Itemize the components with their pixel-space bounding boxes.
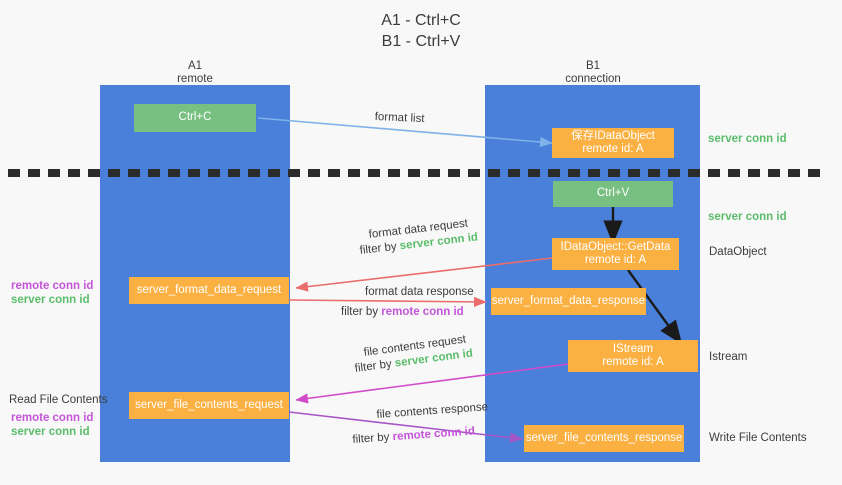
- arrow-label-file-contents-response: file contents response: [376, 401, 489, 421]
- box-server-format-data-request[interactable]: server_format_data_request: [129, 277, 289, 304]
- label-dataobject: DataObject: [709, 246, 767, 258]
- box-server-file-contents-response[interactable]: server_file_contents_response: [524, 425, 684, 452]
- label-write-file-contents: Write File Contents: [709, 432, 807, 444]
- label-istream: Istream: [709, 351, 748, 363]
- filter-prefix-1: filter by: [359, 240, 401, 257]
- label-remote-conn-id-1: remote conn id: [11, 280, 94, 292]
- box-istream-line2: remote id: A: [602, 356, 664, 368]
- filter-prefix-2: filter by: [341, 306, 382, 318]
- column-a1-role: remote: [177, 73, 213, 85]
- title-line-2: B1 - Ctrl+V: [381, 33, 461, 50]
- column-header-b1: B1 connection: [518, 60, 668, 86]
- box-save-idataobject[interactable]: 保存IDataObject remote id: A: [552, 128, 674, 158]
- label-server-conn-id-mid: server conn id: [708, 211, 787, 223]
- filter-key-remote-conn-id-2: remote conn id: [392, 425, 476, 444]
- box-ctrl-c[interactable]: Ctrl+C: [134, 104, 256, 132]
- box-server-format-data-response[interactable]: server_format_data_response: [491, 288, 646, 315]
- arrow-label-format-data-response-filter: filter by remote conn id: [341, 305, 464, 319]
- box-save-idataobject-line2: remote id: A: [582, 143, 644, 155]
- box-getdata-line1: IDataObject::GetData: [560, 240, 671, 253]
- column-header-a1: A1 remote: [120, 60, 270, 86]
- box-save-idataobject-line1: 保存IDataObject: [571, 129, 655, 142]
- label-server-conn-id-2: server conn id: [11, 426, 90, 438]
- column-a1-name: A1: [187, 60, 203, 72]
- filter-prefix-3: filter by: [354, 357, 396, 375]
- arrow-format-data-response: [288, 296, 487, 307]
- column-b1-role: connection: [565, 73, 621, 85]
- box-server-file-contents-request[interactable]: server_file_contents_request: [129, 392, 289, 419]
- filter-prefix-4: filter by: [352, 431, 394, 446]
- label-remote-conn-id-2: remote conn id: [11, 412, 94, 424]
- label-server-conn-id-top: server conn id: [708, 133, 787, 145]
- diagram-title: A1 - Ctrl+C B1 - Ctrl+V: [271, 10, 571, 52]
- box-istream-line1: IStream: [612, 342, 654, 355]
- filter-key-remote-conn-id-1: remote conn id: [381, 306, 464, 318]
- arrow-label-format-data-response: format data response: [365, 286, 474, 298]
- box-idataobject-getdata[interactable]: IDataObject::GetData remote id: A: [552, 238, 679, 270]
- box-getdata-line2: remote id: A: [584, 254, 647, 266]
- column-b1-name: B1: [585, 60, 601, 72]
- label-read-file-contents: Read File Contents: [9, 394, 108, 406]
- arrow-label-format-list: format list: [374, 110, 425, 126]
- box-ctrl-v[interactable]: Ctrl+V: [553, 181, 673, 207]
- label-server-conn-id-1: server conn id: [11, 294, 90, 306]
- arrow-label-file-contents-response-filter: filter by remote conn id: [352, 424, 475, 447]
- title-line-1: A1 - Ctrl+C: [381, 12, 461, 29]
- box-istream[interactable]: IStream remote id: A: [568, 340, 698, 372]
